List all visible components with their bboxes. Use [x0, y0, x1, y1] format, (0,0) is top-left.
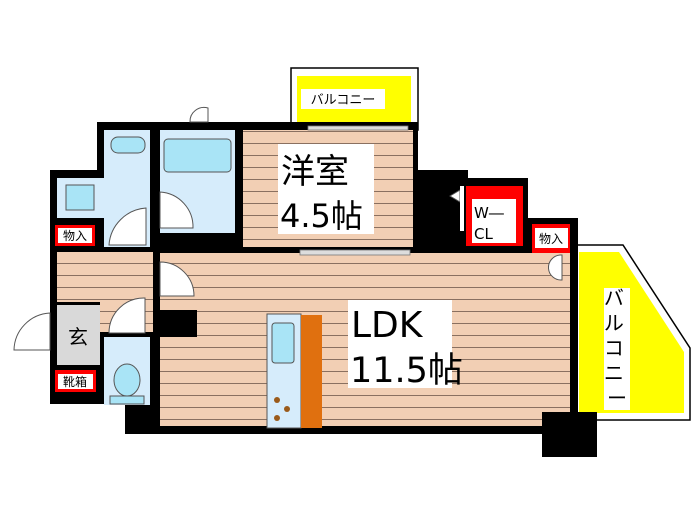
balcony-right-char: コ: [604, 336, 624, 360]
window-top: [307, 125, 409, 131]
entrance-label: 玄: [68, 325, 88, 349]
ldk-size: 11.5帖: [350, 351, 463, 391]
toilet-room: [104, 297, 150, 405]
balcony-right-char: バ: [604, 286, 624, 310]
door-swing-icon: [159, 191, 194, 229]
balcony-top-label: バルコニー: [311, 93, 376, 108]
storage-right-label: 物入: [539, 232, 563, 246]
kitchen-counter: [301, 315, 322, 428]
bathroom: [159, 106, 235, 233]
western-room-size: 4.5帖: [280, 197, 363, 235]
toilet-icon: [113, 363, 141, 397]
wcl-label-2: CL: [474, 225, 493, 243]
front-door-icon: [13, 312, 51, 351]
storage-left-label: 物入: [63, 229, 87, 243]
entrance: 玄 靴箱: [13, 305, 100, 392]
sink-icon: [110, 136, 146, 154]
bathtub-icon: [163, 138, 232, 173]
stove-burner-icon: [284, 406, 290, 412]
ldk-door-icon: [159, 261, 195, 297]
door-swing-icon: [108, 297, 146, 334]
western-room-name: 洋室: [281, 152, 349, 192]
balcony-right: バ ル コ ニ ー: [575, 244, 691, 421]
kitchen: [266, 313, 322, 429]
vent-door-icon: [189, 106, 209, 123]
balcony-right-char: ー: [607, 386, 627, 410]
sliding-door: [299, 249, 411, 256]
balcony-right-char: ニ: [604, 361, 624, 385]
hallway-floor: [57, 252, 153, 302]
washroom: [57, 130, 150, 247]
pillar: [155, 310, 197, 337]
stove-burner-icon: [274, 415, 280, 421]
balcony-top: バルコニー: [290, 67, 419, 131]
washing-machine-icon: [65, 184, 95, 211]
svg-text:バ ル コ ニ: バ ル コ ニ ー: [604, 286, 630, 410]
stove-burner-icon: [274, 397, 280, 403]
storage-left: 物入: [55, 225, 95, 246]
shoe-box-label: 靴箱: [63, 374, 87, 389]
ldk-name: LDK: [351, 305, 424, 346]
kitchen-sink-icon: [271, 322, 295, 364]
corner-pillar: [542, 412, 597, 457]
balcony-right-char: ル: [604, 311, 624, 335]
door-swing-icon: [108, 207, 147, 246]
storage-right: 物入: [532, 224, 570, 281]
wcl-label-1: W―: [474, 204, 504, 222]
western-room: 洋室 4.5帖: [278, 144, 464, 235]
walk-in-closet: W― CL: [466, 186, 523, 246]
ldk: LDK 11.5帖: [348, 300, 463, 391]
